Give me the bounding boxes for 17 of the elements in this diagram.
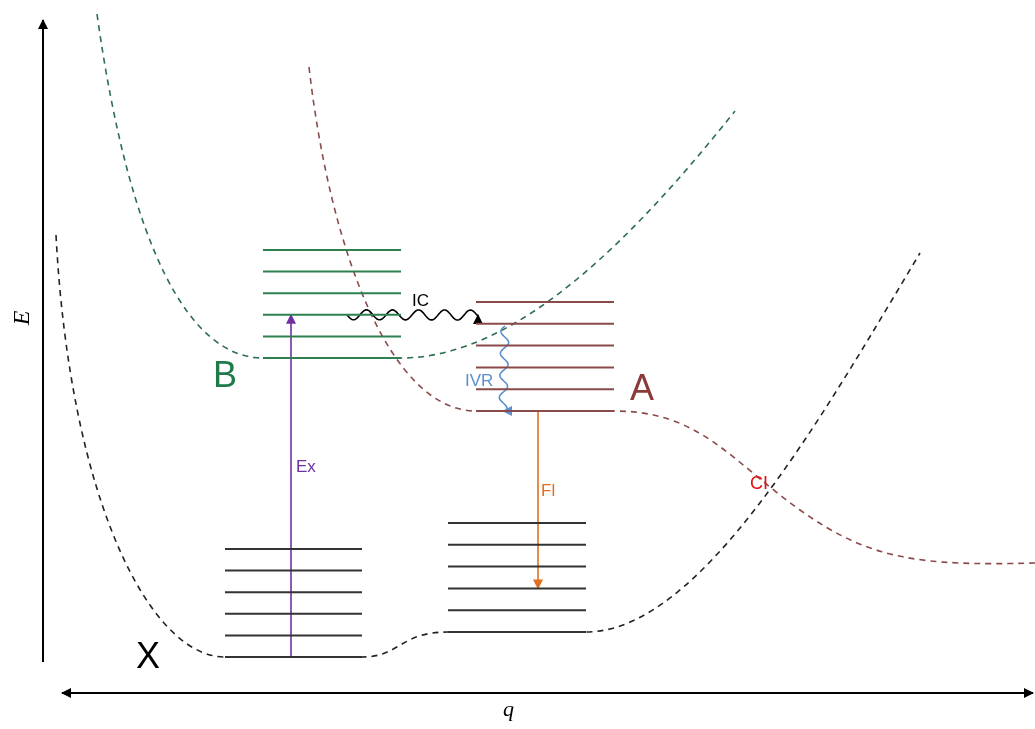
- axis-label: q: [503, 698, 514, 720]
- state-label: X: [136, 638, 160, 674]
- arrow: [286, 313, 296, 658]
- edge-label: Ex: [296, 458, 316, 475]
- state-label: A: [630, 370, 654, 406]
- axis-label: E: [9, 310, 34, 326]
- vibrational-levels: [263, 249, 401, 359]
- arrow: [533, 410, 543, 590]
- vibrational-levels: [448, 522, 586, 633]
- intersection-label: CI: [750, 474, 768, 492]
- state-label: B: [213, 357, 237, 393]
- wavy-arrow: [498, 325, 512, 416]
- wavy-arrow: [346, 309, 483, 325]
- edge-label: Fl: [541, 482, 556, 499]
- edge-label: IVR: [465, 372, 494, 389]
- edge-label: IC: [412, 292, 429, 309]
- vibrational-levels: [225, 548, 362, 658]
